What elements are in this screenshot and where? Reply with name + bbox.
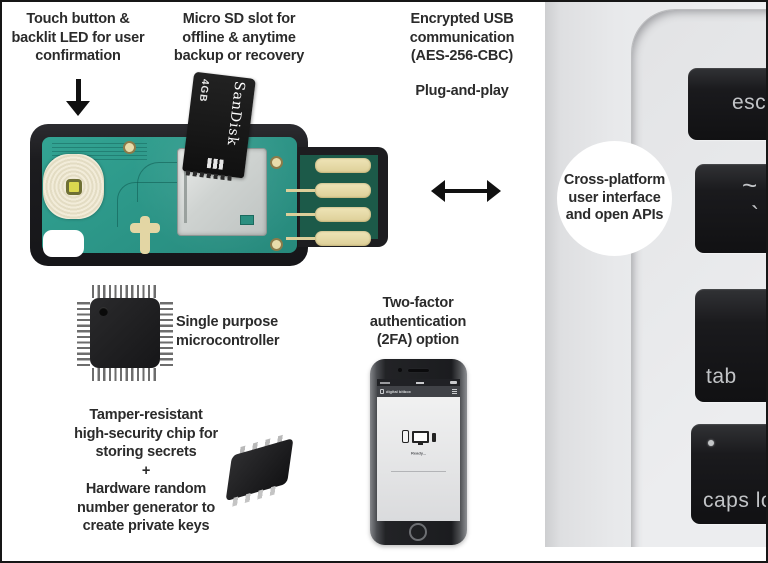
clock-indicator bbox=[416, 381, 424, 384]
backtick-glyph: ` bbox=[751, 202, 759, 229]
app-caption: Ready... bbox=[410, 451, 427, 456]
encrypted-usb-label: Encrypted USB communication (AES-256-CBC… bbox=[409, 11, 515, 65]
menu-icon bbox=[452, 389, 457, 394]
touch-button-label: Touch button & backlit LED for user conf… bbox=[11, 11, 145, 65]
gold-test-point-vertical bbox=[140, 216, 150, 254]
backlit-led bbox=[65, 178, 82, 195]
micro-sd-card: 4GB SanDisk bbox=[182, 71, 256, 181]
home-button bbox=[409, 523, 427, 541]
app-subtext-line bbox=[391, 471, 446, 472]
pcb-trace-curve bbox=[117, 182, 187, 227]
pairing-icons bbox=[377, 427, 460, 445]
tamper-chip-label: Tamper-resistant high-security chip for … bbox=[74, 407, 218, 535]
phone-speaker bbox=[408, 369, 429, 372]
double-arrow-shaft bbox=[440, 189, 492, 193]
mcu-pins-top bbox=[92, 285, 158, 298]
sd-card-brand: SanDisk bbox=[223, 80, 248, 147]
cross-platform-bubble: Cross-platform user interface and open A… bbox=[557, 141, 672, 256]
mcu-pins-bottom bbox=[92, 368, 158, 381]
sd-slot-window bbox=[240, 215, 254, 225]
battery-icon bbox=[450, 381, 457, 384]
tilde-key: ~ ` bbox=[695, 164, 766, 253]
signal-indicator bbox=[380, 381, 390, 384]
double-arrow-left-head bbox=[431, 180, 445, 202]
solder-pad bbox=[270, 238, 283, 251]
caps-lock-label: caps lock bbox=[703, 489, 766, 512]
usb-contact-pad bbox=[315, 231, 371, 246]
lock-icon bbox=[380, 389, 384, 394]
sd-card-capacity: 4GB bbox=[196, 78, 211, 104]
plug-and-play-label: Plug-and-play bbox=[415, 83, 509, 99]
mcu-body bbox=[90, 298, 160, 368]
down-arrow-shaft bbox=[76, 79, 81, 102]
esc-key-label: esc bbox=[732, 91, 766, 114]
double-arrow-right-head bbox=[487, 180, 501, 202]
security-key-device: 4GB SanDisk bbox=[30, 71, 392, 270]
gold-test-point bbox=[130, 216, 160, 254]
usb-trace bbox=[286, 213, 316, 216]
usb-trace bbox=[286, 189, 316, 192]
laptop-photo: esc ~ ` tab caps lock bbox=[545, 2, 766, 547]
tab-key-label: tab bbox=[706, 365, 737, 388]
mcu-pins-left bbox=[77, 300, 90, 366]
microcontroller-label: Single purpose microcontroller bbox=[176, 314, 280, 349]
usb-contact-pad bbox=[315, 207, 371, 222]
double-arrow-icon bbox=[431, 180, 501, 202]
usb-contact-pad bbox=[315, 158, 371, 173]
two-factor-label: Two-factor authentication (2FA) option bbox=[369, 295, 467, 349]
usb-trace bbox=[286, 237, 316, 240]
mcu-pins-right bbox=[160, 300, 173, 366]
sd-slot-seam bbox=[184, 157, 187, 223]
lanyard-hole bbox=[43, 230, 84, 257]
touch-button bbox=[43, 154, 104, 219]
usb-contact-pad bbox=[315, 183, 371, 198]
micro-sd-label: Micro SD slot for offline & anytime back… bbox=[173, 11, 305, 65]
phone-camera-dot bbox=[398, 368, 402, 372]
microsd-logo bbox=[206, 157, 224, 170]
mcu-pin1-dot bbox=[99, 307, 108, 316]
gold-test-point-horizontal bbox=[130, 223, 160, 233]
phone-app-bar: digital bitbox bbox=[377, 386, 460, 397]
down-arrow-icon bbox=[66, 79, 90, 116]
app-title: digital bitbox bbox=[386, 389, 411, 394]
phone-icon bbox=[401, 430, 409, 443]
tilde-glyph: ~ bbox=[742, 170, 758, 200]
usb-connector bbox=[286, 147, 388, 247]
solder-pad bbox=[270, 156, 283, 169]
caps-lock-led bbox=[708, 440, 714, 446]
phone-screen: digital bitbox Ready... bbox=[377, 379, 460, 521]
tab-key: tab bbox=[695, 289, 766, 402]
soic-inner bbox=[225, 433, 294, 507]
solder-pad bbox=[123, 141, 136, 154]
monitor-icon bbox=[411, 431, 429, 445]
microcontroller-chip bbox=[77, 285, 173, 381]
caps-lock-key: caps lock bbox=[691, 424, 766, 524]
down-arrow-head bbox=[66, 101, 90, 116]
phone-status-bar bbox=[377, 379, 460, 386]
usb-key-icon bbox=[431, 433, 436, 442]
esc-key: esc bbox=[688, 68, 766, 140]
smartphone: digital bitbox Ready... bbox=[370, 359, 467, 545]
